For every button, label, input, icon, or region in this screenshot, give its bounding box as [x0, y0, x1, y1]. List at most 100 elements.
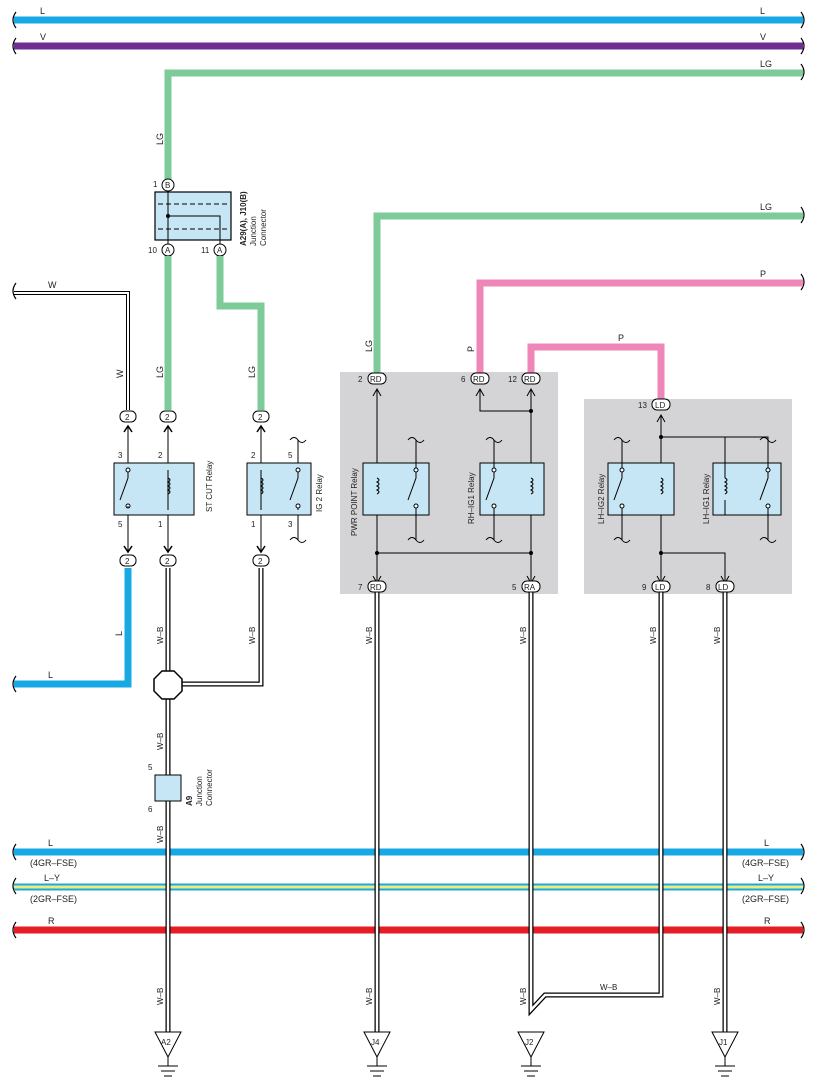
- jc-bl-pin-code: A: [165, 246, 171, 255]
- wire-wb-9: W–B: [519, 988, 528, 1005]
- rd-7-num: 7: [358, 583, 363, 592]
- ld-9-num: 9: [642, 583, 647, 592]
- jc-top-pin-code: B: [165, 181, 170, 190]
- relay-rh-ig1: RH–IG1 Relay: [467, 437, 545, 543]
- rd-2-num: 2: [358, 375, 363, 384]
- relay-pwr-point-label: PWR POINT Relay: [350, 468, 359, 536]
- wire-wb-over-buses: [165, 840, 728, 942]
- bus-l-top: L L: [14, 6, 803, 24]
- wire-wb-diag: W–B: [600, 983, 617, 992]
- jc-br-pin-num: 11: [201, 246, 210, 255]
- wire-w-vert-label: W: [115, 369, 125, 378]
- wire-lg-second: LG LG: [364, 202, 803, 378]
- relay-rh-ig1-label: RH–IG1 Relay: [467, 472, 476, 524]
- bus-v-top-label-right: V: [760, 32, 766, 42]
- bus-l-lower-right: L: [764, 838, 769, 848]
- ground-j4-label: J4: [371, 1038, 380, 1047]
- ld-13-code: LD: [655, 401, 665, 410]
- st-pin-2: 2: [158, 451, 163, 460]
- rd-12-num: 12: [508, 375, 517, 384]
- rd-2-code: RD: [370, 375, 382, 384]
- wire-lg-mid1-label: LG: [155, 366, 165, 378]
- wire-lg-top-label: LG: [760, 59, 772, 69]
- bus-l-lower-left: L: [48, 838, 53, 848]
- bus-ly-lower-left-note: (2GR–FSE): [30, 894, 77, 904]
- jc-top-line1: Junction: [249, 216, 258, 246]
- jc-br-pin-code: A: [217, 246, 223, 255]
- c-ig-top: 2: [258, 413, 263, 422]
- wire-lg-vert-label: LG: [155, 133, 165, 145]
- ground-j1: J1: [711, 1031, 739, 1077]
- ground-j2-label: J2: [525, 1038, 534, 1047]
- ig-pin-5: 5: [288, 451, 293, 460]
- st-pin-1: 1: [158, 520, 163, 529]
- ground-j2: J2: [517, 1031, 545, 1077]
- wire-l-st-cut: L L: [14, 568, 132, 688]
- rd-12-code: RD: [524, 375, 536, 384]
- wire-wb-5: W–B: [156, 988, 165, 1005]
- ig-pin-3: 3: [288, 520, 293, 529]
- a9-pin-6: 6: [148, 805, 153, 814]
- wire-lg-right2-label: LG: [760, 202, 772, 212]
- bus-ly-lower-right-note: (2GR–FSE): [742, 894, 789, 904]
- a9-line2: Connector: [205, 769, 214, 806]
- connectors-rd-top: RD 2 RD 6 RD 12 LD 13: [358, 372, 671, 411]
- jc-bl-pin-num: 10: [148, 246, 157, 255]
- relay-lh-ig1: LH–IG1 Relay: [702, 437, 782, 543]
- c-ig-bot: 2: [258, 557, 263, 566]
- st-pin-3: 3: [118, 451, 123, 460]
- c-st-bot-l: 2: [125, 557, 130, 566]
- c-st-top-l: 2: [125, 413, 130, 422]
- bus-break-marks: [12, 11, 805, 939]
- wire-l-vert-label: L: [114, 631, 124, 636]
- a9-pin-5: 5: [148, 763, 153, 772]
- wire-wb-8: W–B: [519, 627, 528, 644]
- relay-ig2: 2 5 1 3 IG 2 Relay: [246, 437, 324, 543]
- relay-ig2-label: IG 2 Relay: [315, 474, 324, 512]
- junction-connector-a9: 5 6 A9 Junction Connector: [148, 763, 214, 814]
- st-pin-5: 5: [118, 520, 123, 529]
- wire-lg-to-relays: LG LG: [155, 256, 265, 410]
- wire-wb-1: W–B: [156, 627, 165, 644]
- junction-dots: [375, 409, 663, 555]
- ig-pin-2: 2: [251, 451, 256, 460]
- ground-j4: J4: [363, 1031, 391, 1077]
- wire-p-vert-label: P: [466, 346, 476, 352]
- rd-6-num: 6: [461, 375, 466, 384]
- bus-r-lower: R R: [14, 916, 803, 934]
- bus-l-lower-right-note: (4GR–FSE): [742, 858, 789, 868]
- ra-5-num: 5: [512, 583, 517, 592]
- ground-j1-label: J1: [719, 1038, 728, 1047]
- connectors-top-st-ig: 2 2 2: [119, 410, 270, 463]
- wire-l-left-label: L: [48, 670, 53, 680]
- c-st-bot-r: 2: [165, 557, 170, 566]
- relay-lh-ig1-label: LH–IG1 Relay: [702, 474, 711, 524]
- bus-l-lower: L (4GR–FSE) L (4GR–FSE): [14, 838, 803, 868]
- bus-ly-lower-right: L–Y: [758, 873, 774, 883]
- wire-wb-11: W–B: [713, 627, 722, 644]
- a9-line1: Junction: [195, 776, 204, 806]
- wire-lg-rd-label: LG: [364, 340, 374, 352]
- junction-connector-a29-j10: B 1 A 10 A 11 A29(A), J10(B) Junction Co…: [148, 178, 268, 257]
- connectors-bottom-st-ig: 2 2 2: [119, 515, 270, 567]
- bus-l-top-label-left: L: [40, 6, 45, 16]
- relay-st-cut: 3 2 5 1 ST CUT Relay: [113, 451, 214, 529]
- ld-8-code: LD: [718, 583, 728, 592]
- connectors-bottom-right: RD 7 RA 5 LD 9 LD 8: [358, 580, 735, 593]
- relay-lh-ig2: LH–IG2 Relay: [597, 437, 675, 543]
- bus-v-top-label-left: V: [40, 32, 46, 42]
- ld-13-num: 13: [638, 401, 647, 410]
- bus-r-lower-left: R: [48, 916, 55, 926]
- splice-point: [153, 670, 183, 700]
- relay-pwr-point: PWR POINT Relay: [350, 437, 430, 543]
- wire-lg-mid2-label: LG: [247, 366, 257, 378]
- bus-l-top-label-right: L: [760, 6, 765, 16]
- bus-r-lower-right: R: [764, 916, 771, 926]
- wire-wb-4: W–B: [156, 826, 165, 843]
- wire-p-mid-label: P: [618, 333, 624, 343]
- rd-6-code: RD: [473, 375, 485, 384]
- wire-wb-12: W–B: [713, 988, 722, 1005]
- a9-name: A9: [185, 795, 194, 806]
- ground-a2: A2: [154, 1031, 182, 1077]
